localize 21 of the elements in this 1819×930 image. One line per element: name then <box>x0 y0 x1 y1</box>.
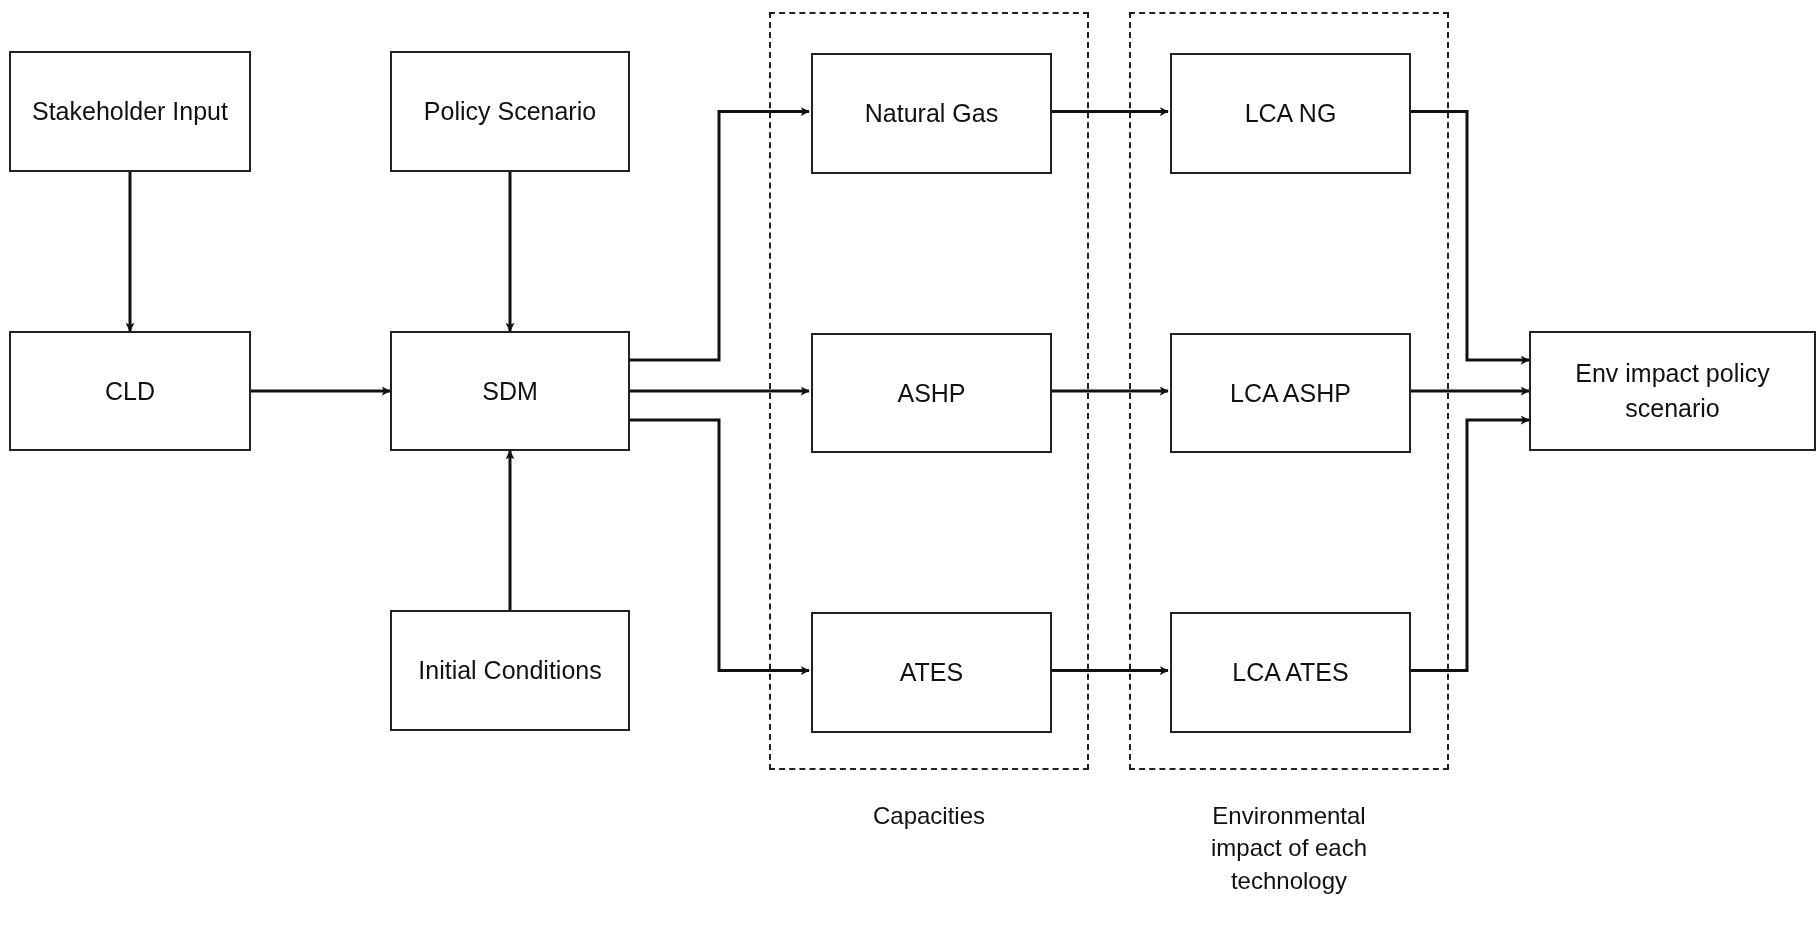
arrow <box>505 172 515 332</box>
process-box: Initial Conditions <box>390 610 630 731</box>
arrow <box>630 107 810 362</box>
process-box: LCA ATES <box>1170 612 1411 733</box>
process-box: Policy Scenario <box>390 51 630 172</box>
arrow <box>251 386 391 396</box>
process-box: LCA ASHP <box>1170 333 1411 453</box>
group-label: Capacities <box>871 801 987 831</box>
arrow <box>630 386 810 396</box>
process-box: SDM <box>390 331 630 451</box>
process-box: LCA NG <box>1170 53 1411 174</box>
process-box: CLD <box>9 331 251 451</box>
process-box: Env impact policy scenario <box>1529 331 1816 451</box>
arrow <box>125 172 135 332</box>
process-box: Natural Gas <box>811 53 1052 174</box>
arrow <box>630 418 810 675</box>
arrow <box>505 450 515 610</box>
process-box: Stakeholder Input <box>9 51 251 172</box>
process-box: ASHP <box>811 333 1052 453</box>
group-label: Environmental impact of each technology <box>1209 801 1369 896</box>
process-box: ATES <box>811 612 1052 733</box>
